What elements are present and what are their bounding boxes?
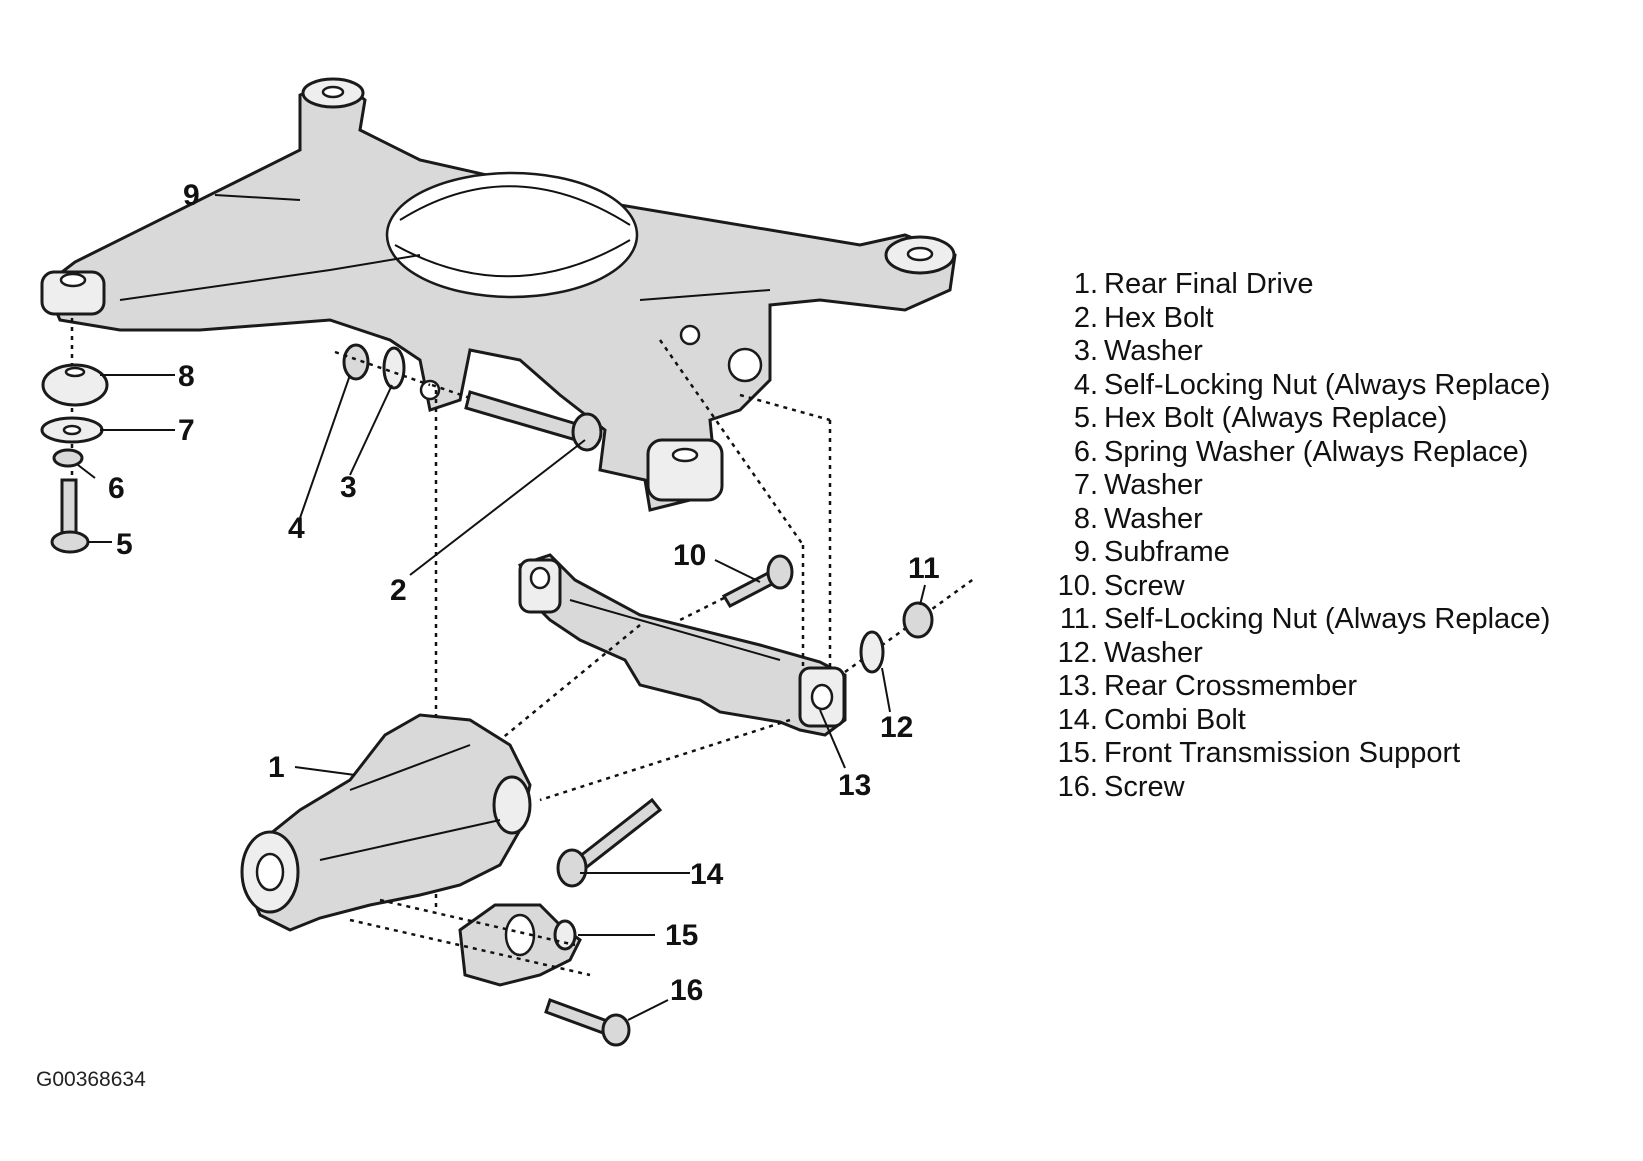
legend-item: 13.Rear Crossmember	[1040, 670, 1550, 704]
legend-item-number: 13.	[1057, 670, 1098, 702]
legend-item: 16.Screw	[1040, 771, 1550, 805]
legend-item: 3.Washer	[1040, 335, 1550, 369]
legend-item: 6.Spring Washer (Always Replace)	[1040, 436, 1550, 470]
legend-item-number: 7.	[1073, 469, 1098, 501]
callout-6: 6	[108, 472, 125, 505]
legend-item: 9.Subframe	[1040, 536, 1550, 570]
legend-item: 1.Rear Final Drive	[1040, 268, 1550, 302]
legend-item-label: Self-Locking Nut (Always Replace)	[1104, 368, 1551, 401]
legend-item-number: 10.	[1057, 569, 1098, 602]
screw-16	[544, 998, 631, 1047]
legend-item: 12.Washer	[1040, 637, 1550, 671]
nut-11	[902, 601, 934, 639]
legend-item: 7.Washer	[1040, 469, 1550, 503]
callout-10: 10	[673, 539, 706, 572]
legend-item-label: Combi Bolt	[1104, 703, 1246, 736]
spring-washer-6	[52, 448, 84, 468]
washer-3	[382, 346, 406, 390]
legend-item-label: Screw	[1104, 770, 1185, 803]
legend-item-label: Screw	[1104, 569, 1185, 602]
legend-item-label: Rear Crossmember	[1104, 670, 1357, 702]
rear-final-drive-part	[240, 713, 532, 932]
callout-16: 16	[670, 974, 703, 1007]
legend-item: 4.Self-Locking Nut (Always Replace)	[1040, 368, 1551, 403]
legend-item: 10.Screw	[1040, 570, 1550, 604]
legend-item-number: 11.	[1059, 603, 1098, 635]
legend-item-label: Front Transmission Support	[1104, 737, 1461, 769]
callout-14: 14	[690, 858, 724, 891]
legend-item: 8.Washer	[1040, 503, 1550, 537]
legend-item-label: Self-Locking Nut (Always Replace)	[1104, 603, 1551, 635]
bushing-stack	[40, 318, 109, 554]
legend-item-number: 14.	[1057, 703, 1098, 736]
legend-item-number: 9.	[1073, 536, 1098, 568]
legend-item-label: Spring Washer (Always Replace)	[1104, 435, 1529, 468]
callout-13: 13	[838, 769, 871, 802]
figure-id: G00368634	[36, 1068, 146, 1091]
callout-9: 9	[183, 179, 200, 212]
nut-4	[342, 343, 370, 381]
legend-item-label: Washer	[1104, 469, 1203, 501]
legend-item-number: 12.	[1057, 636, 1098, 669]
callout-8: 8	[178, 360, 195, 393]
callout-3: 3	[340, 471, 357, 504]
legend-item-label: Subframe	[1104, 536, 1230, 568]
callout-11: 11	[908, 552, 940, 585]
legend-item-label: Washer	[1104, 502, 1203, 535]
legend-item-number: 4.	[1073, 368, 1098, 401]
legend-item: 15.Front Transmission Support	[1040, 737, 1550, 771]
legend-item: 14.Combi Bolt	[1040, 704, 1550, 738]
combi-bolt-14	[556, 797, 663, 888]
washer-12	[859, 630, 885, 674]
legend-item-label: Washer	[1104, 636, 1203, 669]
callout-7: 7	[178, 414, 195, 447]
leader-lines	[77, 194, 926, 1021]
hex-bolt-5	[60, 478, 78, 540]
legend-item-number: 5.	[1073, 402, 1098, 434]
legend-item-label: Washer	[1104, 335, 1203, 367]
callout-1: 1	[268, 751, 285, 784]
legend-item-number: 6.	[1073, 435, 1098, 468]
screw-10	[721, 554, 794, 608]
legend-item-label: Hex Bolt	[1104, 301, 1214, 334]
legend-item-number: 2.	[1073, 301, 1098, 334]
legend-item: 2.Hex Bolt	[1040, 302, 1550, 336]
legend-item-label: Hex Bolt (Always Replace)	[1104, 402, 1448, 434]
callout-15: 15	[665, 919, 698, 952]
callout-2: 2	[390, 574, 407, 607]
callout-12: 12	[880, 711, 913, 744]
legend-item-label: Rear Final Drive	[1104, 268, 1314, 300]
subframe-part	[40, 77, 957, 512]
rear-crossmember-part	[518, 553, 847, 737]
washer-8	[41, 363, 109, 407]
callout-5: 5	[116, 528, 133, 561]
hex-bolt-2	[431, 383, 603, 452]
legend-item-number: 8.	[1073, 502, 1098, 535]
legend-item-number: 16.	[1057, 770, 1098, 803]
front-transmission-support-part	[458, 903, 582, 987]
legend-item-number: 15.	[1057, 737, 1098, 769]
legend-item: 5.Hex Bolt (Always Replace)	[1040, 402, 1550, 436]
legend-item-number: 1.	[1073, 268, 1098, 300]
callout-4: 4	[288, 512, 305, 545]
legend-item-number: 3.	[1073, 335, 1098, 367]
legend-item: 11.Self-Locking Nut (Always Replace)	[1040, 603, 1551, 637]
